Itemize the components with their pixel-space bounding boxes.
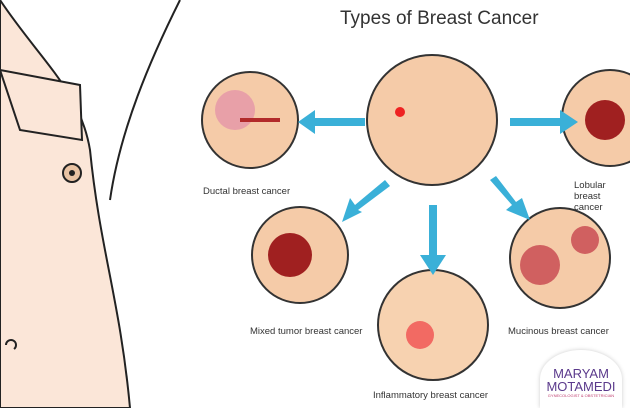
mucinous-circle [509,207,611,309]
ductal-circle [201,71,299,169]
arrows [298,110,578,275]
diagram-title: Types of Breast Cancer [340,8,539,29]
label-lobular: Lobular breast cancer [574,180,606,213]
label-inflammatory: Inflammatory breast cancer [373,390,489,401]
lobular-circle [561,69,630,167]
logo-line1: MARYAM [553,366,609,381]
body-figure [0,0,181,408]
label-mixed: Mixed tumor breast cancer [250,326,363,337]
label-ductal: Ductal breast cancer [203,186,291,197]
mixed-circle [251,206,349,304]
hand [0,68,84,142]
inflammatory-circle [377,269,489,381]
logo-line2: MOTAMEDI [546,379,616,394]
logo-line3: GYNECOLOGIST & OBSTETRICIAN [547,393,615,398]
label-mucinous: Mucinous breast cancer [508,326,609,337]
center-breast [366,54,498,186]
logo: MARYAM MOTAMEDI GYNECOLOGIST & OBSTETRIC… [540,350,622,408]
